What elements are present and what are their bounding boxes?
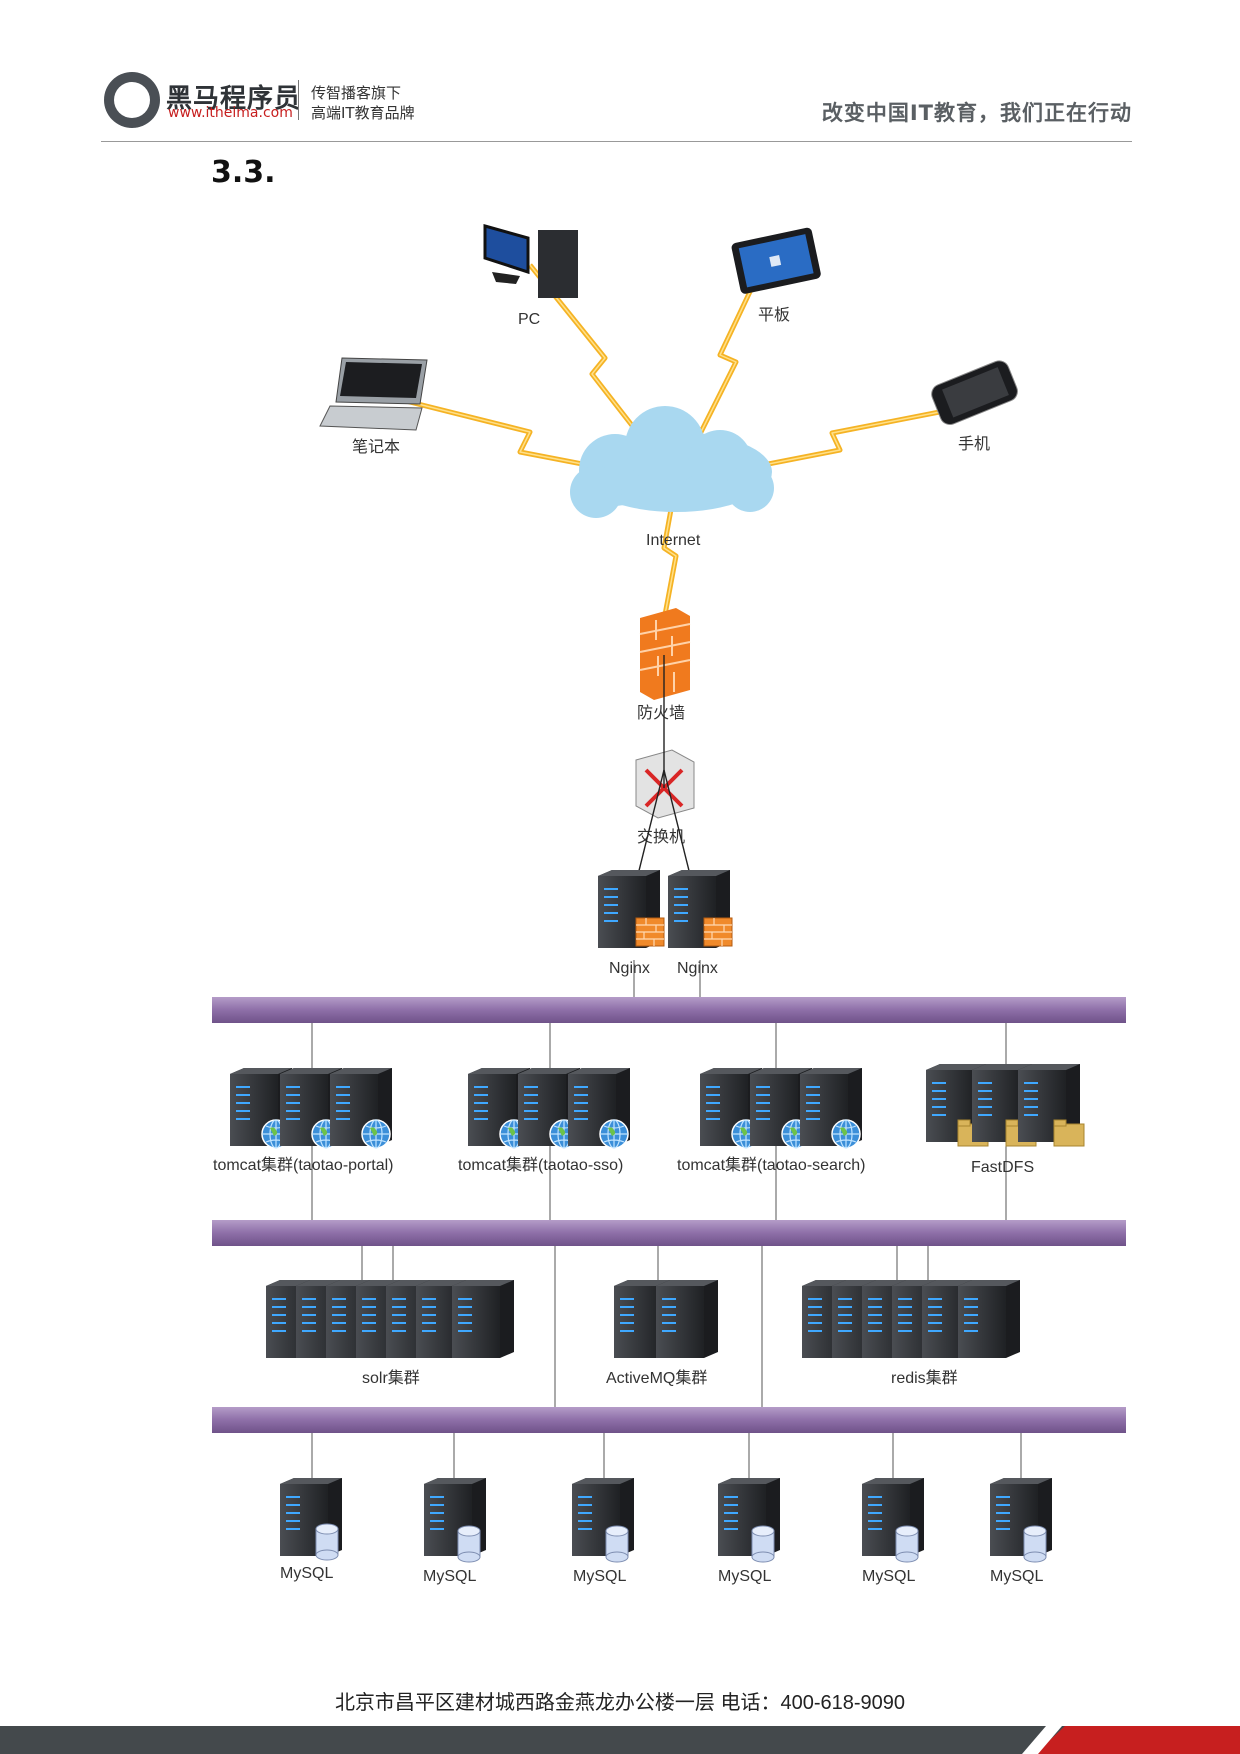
brand-divider — [298, 80, 299, 120]
tablet-icon — [731, 227, 821, 294]
client-label-tablet: 平板 — [758, 306, 790, 324]
fastdfs-cluster-icon — [926, 1064, 1085, 1147]
pc-icon — [483, 224, 578, 298]
network-bus-2 — [212, 1220, 1126, 1246]
mysql-server-icon — [718, 1478, 780, 1563]
network-bus-3 — [212, 1407, 1126, 1433]
activemq-cluster-icon — [614, 1280, 718, 1358]
mysql-server-icon — [990, 1478, 1052, 1563]
laptop-icon — [319, 357, 428, 431]
mysql-label: MySQL — [862, 1568, 915, 1585]
mysql-label: MySQL — [573, 1568, 626, 1585]
redis-label: redis集群 — [891, 1369, 958, 1387]
tomcat-cluster-icon — [700, 1068, 862, 1149]
redis-cluster-icon — [802, 1280, 1020, 1358]
solr-label: solr集群 — [362, 1369, 420, 1387]
mysql-server-icon — [424, 1478, 486, 1563]
mysql-server-icon — [572, 1478, 634, 1563]
fastdfs-label: FastDFS — [971, 1159, 1034, 1176]
nginx-server-icon — [668, 870, 733, 948]
mysql-label: MySQL — [718, 1568, 771, 1585]
tomcat-sso-label: tomcat集群(taotao-sso) — [458, 1156, 623, 1174]
client-label-laptop: 笔记本 — [352, 438, 400, 456]
header-slogan: 改变中国IT教育，我们正在行动 — [821, 101, 1132, 125]
mysql-label: MySQL — [423, 1568, 476, 1585]
footer-address: 北京市昌平区建材城西路金燕龙办公楼一层 电话：400-618-9090 — [334, 1692, 906, 1714]
network-bus-1 — [212, 997, 1126, 1023]
client-label-pc: PC — [518, 311, 540, 328]
internet-label: Internet — [646, 532, 701, 549]
brand-tagline-2: 高端IT教育品牌 — [311, 104, 415, 122]
tomcat-cluster-icon — [468, 1068, 630, 1149]
header-rule — [101, 141, 1132, 142]
switch-label: 交换机 — [637, 828, 685, 846]
client-label-phone: 手机 — [958, 435, 990, 453]
phone-icon — [931, 360, 1018, 426]
activemq-label: ActiveMQ集群 — [606, 1369, 707, 1387]
nginx-server-icon — [598, 870, 665, 948]
nginx-label: Nginx — [677, 960, 718, 977]
solr-cluster-icon — [266, 1280, 514, 1358]
tomcat-cluster-icon — [230, 1068, 392, 1149]
brand-url: www.itheima.com — [168, 105, 293, 121]
mysql-label: MySQL — [990, 1568, 1043, 1585]
brand-name: 黑马程序员 — [166, 84, 302, 114]
firewall-icon — [639, 608, 691, 700]
section-title: 3.3. — [211, 155, 276, 190]
nginx-label: Nginx — [609, 960, 650, 977]
firewall-label: 防火墙 — [637, 704, 685, 722]
brand-logo-icon — [104, 72, 160, 128]
brand-tagline-1: 传智播客旗下 — [311, 84, 402, 102]
switch-icon — [635, 749, 695, 819]
internet-cloud-icon — [570, 406, 774, 518]
tomcat-search-label: tomcat集群(taotao-search) — [677, 1156, 866, 1174]
mysql-label: MySQL — [280, 1565, 333, 1582]
tomcat-portal-label: tomcat集群(taotao-portal) — [213, 1156, 394, 1174]
footer-accent — [1035, 1726, 1240, 1754]
mysql-server-icon — [862, 1478, 924, 1563]
mysql-server-icon — [280, 1478, 342, 1561]
